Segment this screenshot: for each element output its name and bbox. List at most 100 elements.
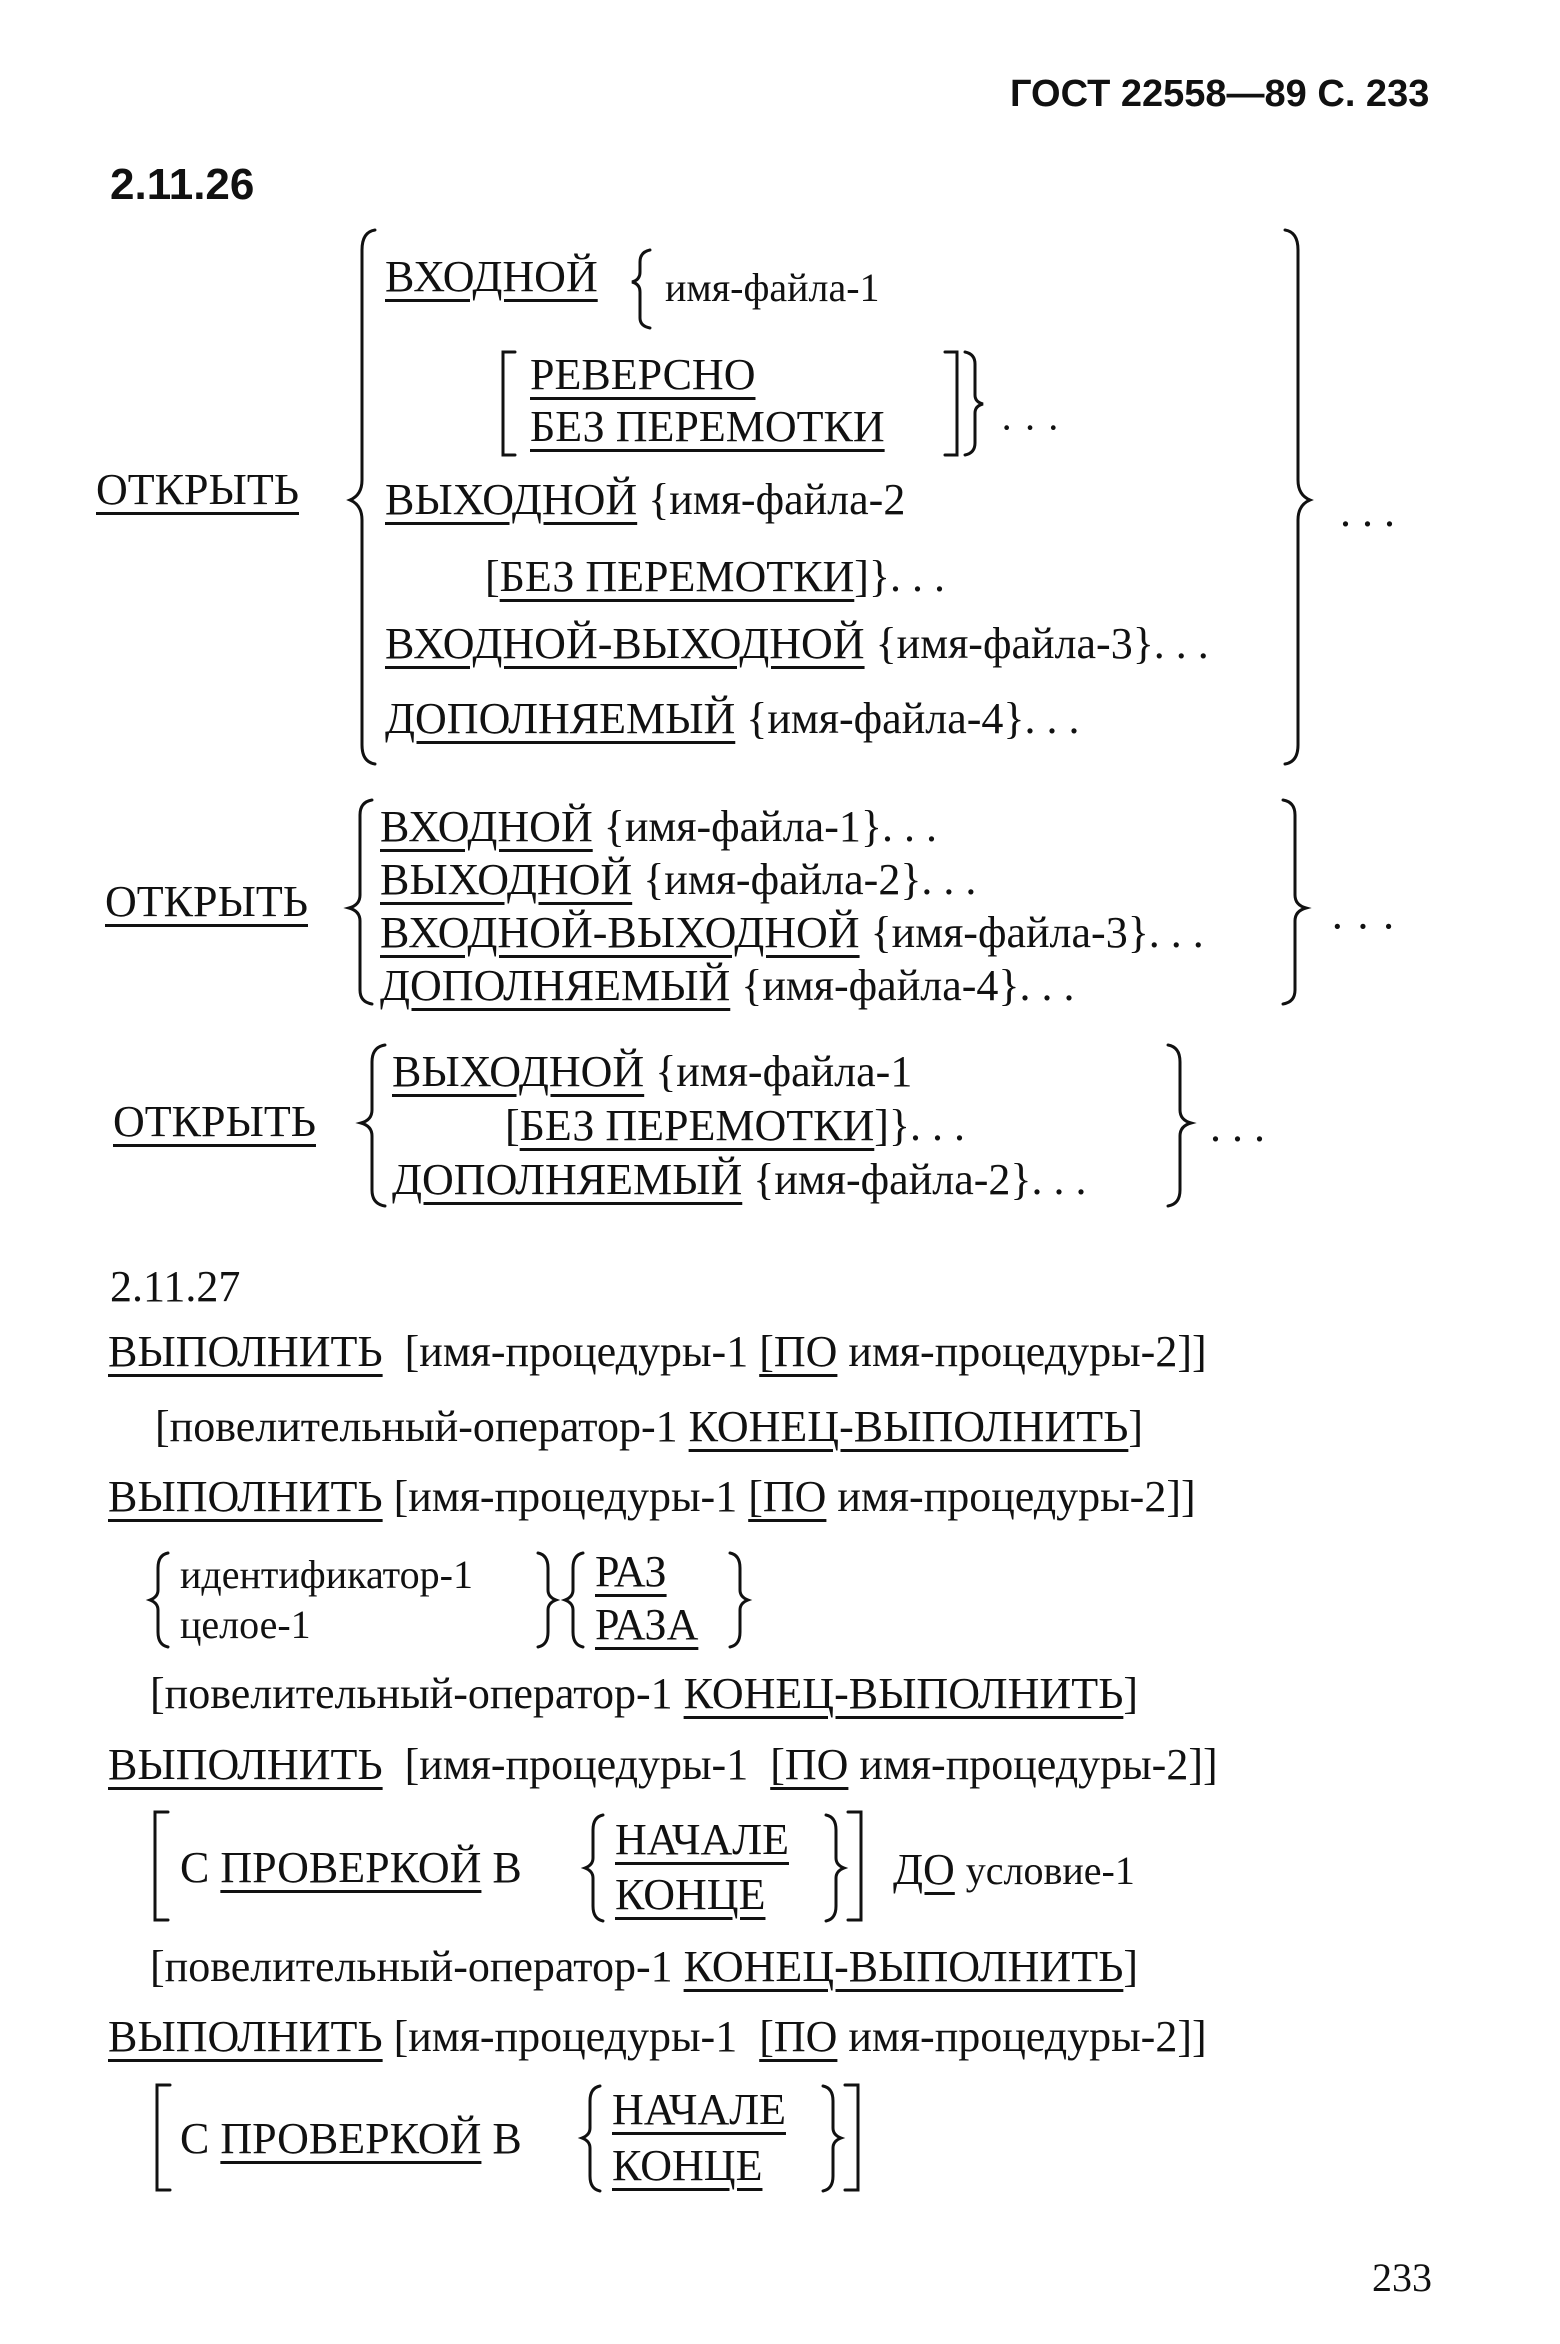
perform-header: ВЫПОЛНИТЬ [имя-процедуры-1 [ПО имя-проце… xyxy=(108,1330,1207,1374)
keyword-before: НАЧАЛЕ xyxy=(612,2085,786,2134)
procedure-name-1: [имя-процедуры-1 xyxy=(393,2012,738,2061)
option-left-bracket xyxy=(501,350,517,457)
test-clause: С ПРОВЕРКОЙ В xyxy=(180,1846,522,1890)
keyword-test: ПРОВЕРКОЙ xyxy=(220,2114,482,2163)
keyword-extend: ДОПОЛНЯЕМЫЙ xyxy=(385,694,736,743)
keyword-through: [ПО xyxy=(770,1740,849,1789)
procedure-name-2: имя-процедуры-2]] xyxy=(859,1740,1218,1789)
procedure-name-1: [имя-процедуры-1 xyxy=(404,1327,749,1376)
keyword-output: ВЫХОДНОЙ xyxy=(380,855,633,904)
format3-right-brace xyxy=(1166,1043,1197,1208)
file-name-1: имя-файла-1 xyxy=(665,265,880,310)
keyword-until: ДО xyxy=(893,1845,955,1894)
keyword-no-rewind: БЕЗ ПЕРЕМОТКИ xyxy=(530,402,885,451)
word-in: В xyxy=(492,1843,522,1892)
file-name-2: {имя-файла-2}. . . xyxy=(643,855,977,904)
perform-header: ВЫПОЛНИТЬ [имя-процедуры-1 [ПО имя-проце… xyxy=(108,2015,1207,2059)
statement-line: [повелительный-оператор-1 КОНЕЦ-ВЫПОЛНИТ… xyxy=(155,1405,1143,1449)
keyword-output: ВЫХОДНОЙ xyxy=(385,475,638,524)
format2-left-brace xyxy=(343,798,374,1006)
format2-line-4: ДОПОЛНЯЕМЫЙ {имя-файла-4}. . . xyxy=(380,964,1075,1008)
input-brace xyxy=(631,248,652,330)
integer-option: целое-1 xyxy=(180,1602,311,1647)
test-right-bracket xyxy=(846,1810,863,1922)
extend-line: ДОПОЛНЯЕМЫЙ {имя-файла-4}. . . xyxy=(385,697,1080,741)
keyword-times: РАЗ xyxy=(595,1547,667,1596)
keyword-input: ВХОДНОЙ xyxy=(385,252,598,301)
file-name-2: {имя-файла-2 xyxy=(648,475,906,524)
keyword-no-rewind: БЕЗ ПЕРЕМОТКИ xyxy=(519,1101,875,1150)
procedure-name-1: [имя-процедуры-1 xyxy=(393,1472,738,1521)
file-name-4: {имя-файла-4}. . . xyxy=(746,694,1080,743)
page-label: С. 233 xyxy=(1317,73,1430,115)
file-name-2: {имя-файла-2}. . . xyxy=(753,1155,1087,1204)
keyword-before: НАЧАЛЕ xyxy=(615,1815,789,1864)
standard-designation: ГОСТ 22558—89 xyxy=(1010,73,1307,115)
format2-right-brace xyxy=(1281,798,1312,1006)
output-line: ВЫХОДНОЙ {имя-файла-2 xyxy=(385,478,905,522)
keyword-output: ВЫХОДНОЙ xyxy=(392,1047,645,1096)
verb-open: ОТКРЫТЬ xyxy=(96,465,299,514)
running-header: ГОСТ 22558—89 С. 233 xyxy=(1010,75,1429,113)
format3-line-3: ДОПОЛНЯЕМЫЙ {имя-файла-2}. . . xyxy=(392,1158,1087,1202)
times-right-brace xyxy=(728,1551,753,1649)
verb-open: ОТКРЫТЬ xyxy=(105,877,308,926)
procedure-name-2: имя-процедуры-2]] xyxy=(837,1472,1196,1521)
format2-line-3: ВХОДНОЙ-ВЫХОДНОЙ {имя-файла-3}. . . xyxy=(380,911,1204,955)
word-in: В xyxy=(492,2114,522,2163)
option-right-brace xyxy=(963,350,984,457)
bracket-close: ] xyxy=(1123,1669,1138,1718)
keyword-end-perform: КОНЕЦ-ВЫПОЛНИТЬ xyxy=(688,1402,1129,1451)
position-left-brace xyxy=(580,1813,605,1923)
keyword-input: ВХОДНОЙ xyxy=(380,802,593,851)
test-left-bracket xyxy=(153,1810,170,1922)
format3-line-2: [БЕЗ ПЕРЕМОТКИ]}. . . xyxy=(505,1104,965,1148)
no-rewind-line: [БЕЗ ПЕРЕМОТКИ]}. . . xyxy=(485,555,945,599)
file-name-1: {имя-файла-1 xyxy=(655,1047,913,1096)
section-number: 2.11.27 xyxy=(110,1262,241,1311)
bracket-close: ]}. . . xyxy=(874,1101,966,1150)
procedure-name-2: имя-процедуры-2]] xyxy=(848,2012,1207,2061)
count-left-brace xyxy=(145,1551,170,1649)
condition-1: условие-1 xyxy=(965,1848,1135,1893)
verb-open: ОТКРЫТЬ xyxy=(113,1097,316,1146)
procedure-name-2: имя-процедуры-2]] xyxy=(848,1327,1207,1376)
keyword-end-perform: КОНЕЦ-ВЫПОЛНИТЬ xyxy=(683,1669,1124,1718)
position-right-brace xyxy=(824,1813,849,1923)
page-number: 233 xyxy=(1372,2255,1432,2300)
format2-line-2: ВЫХОДНОЙ {имя-файла-2}. . . xyxy=(380,858,976,902)
perform-header: ВЫПОЛНИТЬ [имя-процедуры-1 [ПО имя-проце… xyxy=(108,1475,1196,1519)
imperative-statement: [повелительный-оператор-1 xyxy=(150,1942,673,1991)
bracket-open: [ xyxy=(505,1101,520,1150)
keyword-extend: ДОПОЛНЯЕМЫЙ xyxy=(380,961,731,1010)
repeat-ellipsis: · · · xyxy=(1000,405,1060,450)
input-output-line: ВХОДНОЙ-ВЫХОДНОЙ {имя-файла-3}. . . xyxy=(385,622,1209,666)
test-left-bracket xyxy=(155,2083,172,2192)
bracket-close: ]}. . . xyxy=(854,552,946,601)
keyword-test: ПРОВЕРКОЙ xyxy=(220,1843,482,1892)
keyword-through: [ПО xyxy=(748,1472,827,1521)
identifier-option: идентификатор-1 xyxy=(180,1552,473,1597)
keyword-no-rewind: БЕЗ ПЕРЕМОТКИ xyxy=(499,552,855,601)
verb-perform: ВЫПОЛНИТЬ xyxy=(108,2012,383,2061)
perform-header: ВЫПОЛНИТЬ [имя-процедуры-1 [ПО имя-проце… xyxy=(108,1743,1218,1787)
times-left-brace xyxy=(560,1551,585,1649)
verb-perform: ВЫПОЛНИТЬ xyxy=(108,1327,383,1376)
position-left-brace xyxy=(577,2084,602,2193)
keyword-times-alt: РАЗА xyxy=(595,1600,699,1649)
keyword-input-output: ВХОДНОЙ-ВЫХОДНОЙ xyxy=(380,908,860,957)
format3-left-brace xyxy=(355,1043,387,1208)
outer-right-brace xyxy=(1283,228,1314,766)
statement-line: [повелительный-оператор-1 КОНЕЦ-ВЫПОЛНИТ… xyxy=(150,1945,1138,1989)
keyword-extend: ДОПОЛНЯЕМЫЙ xyxy=(392,1155,743,1204)
imperative-statement: [повелительный-оператор-1 xyxy=(155,1402,678,1451)
section-number: 2.11.26 xyxy=(110,160,255,209)
group-ellipsis: · · · xyxy=(1330,902,1396,951)
keyword-after: КОНЦЕ xyxy=(615,1870,766,1919)
keyword-through: [ПО xyxy=(759,1327,838,1376)
procedure-name-1: [имя-процедуры-1 xyxy=(404,1740,749,1789)
format3-line-1: ВЫХОДНОЙ {имя-файла-1 xyxy=(392,1050,912,1094)
imperative-statement: [повелительный-оператор-1 xyxy=(150,1669,673,1718)
bracket-close: ] xyxy=(1128,1402,1143,1451)
statement-line: [повелительный-оператор-1 КОНЕЦ-ВЫПОЛНИТ… xyxy=(150,1672,1138,1716)
